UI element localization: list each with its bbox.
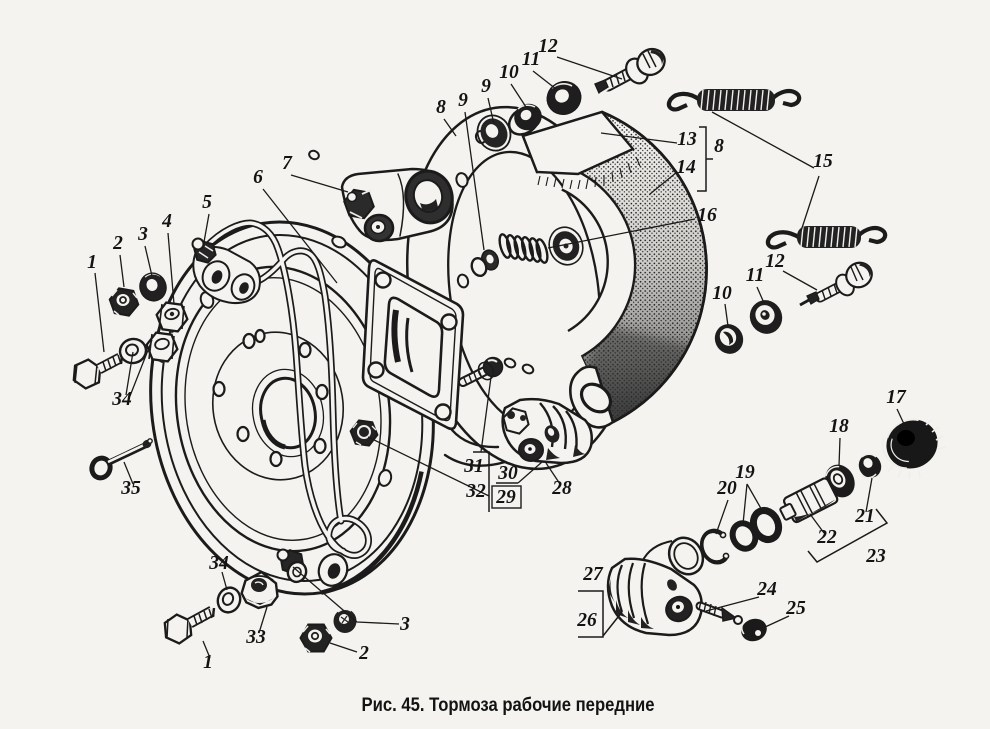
svg-text:2: 2 [112, 233, 123, 254]
svg-text:10: 10 [499, 62, 519, 83]
svg-text:28: 28 [551, 478, 572, 499]
svg-text:16: 16 [697, 205, 717, 226]
svg-text:1: 1 [87, 252, 97, 273]
svg-text:35: 35 [120, 478, 141, 499]
svg-text:33: 33 [245, 627, 266, 648]
svg-text:18: 18 [829, 416, 849, 437]
svg-text:17: 17 [886, 387, 907, 408]
svg-text:10: 10 [712, 283, 732, 304]
svg-text:27: 27 [582, 564, 604, 585]
svg-text:8: 8 [436, 97, 446, 118]
svg-text:3: 3 [399, 614, 410, 635]
svg-text:23: 23 [865, 546, 886, 567]
svg-text:1: 1 [203, 652, 213, 673]
svg-text:20: 20 [716, 478, 737, 499]
svg-text:22: 22 [816, 527, 837, 548]
svg-text:29: 29 [495, 487, 516, 508]
svg-text:15: 15 [813, 151, 833, 172]
svg-text:Рис. 45. Тормоза рабочие перед: Рис. 45. Тормоза рабочие передние [362, 695, 655, 716]
svg-text:2: 2 [358, 643, 369, 664]
svg-text:32: 32 [465, 481, 486, 502]
svg-text:14: 14 [676, 157, 696, 178]
svg-text:34: 34 [111, 389, 132, 410]
svg-text:5: 5 [202, 192, 212, 213]
svg-text:12: 12 [765, 251, 785, 272]
svg-text:9: 9 [481, 76, 491, 97]
svg-text:9: 9 [458, 90, 468, 111]
svg-text:19: 19 [735, 462, 755, 483]
svg-text:6: 6 [253, 167, 263, 188]
svg-text:4: 4 [161, 211, 172, 232]
svg-text:21: 21 [854, 506, 875, 527]
svg-text:7: 7 [282, 153, 293, 174]
svg-text:13: 13 [677, 129, 697, 150]
svg-text:24: 24 [756, 579, 777, 600]
svg-text:8: 8 [714, 136, 724, 157]
svg-text:11: 11 [522, 49, 540, 70]
svg-text:25: 25 [785, 598, 806, 619]
svg-text:3: 3 [137, 224, 148, 245]
svg-text:31: 31 [463, 456, 484, 477]
svg-text:11: 11 [746, 265, 764, 286]
svg-text:26: 26 [576, 610, 597, 631]
svg-text:30: 30 [497, 463, 518, 484]
svg-text:12: 12 [538, 36, 558, 57]
svg-text:34: 34 [208, 553, 229, 574]
